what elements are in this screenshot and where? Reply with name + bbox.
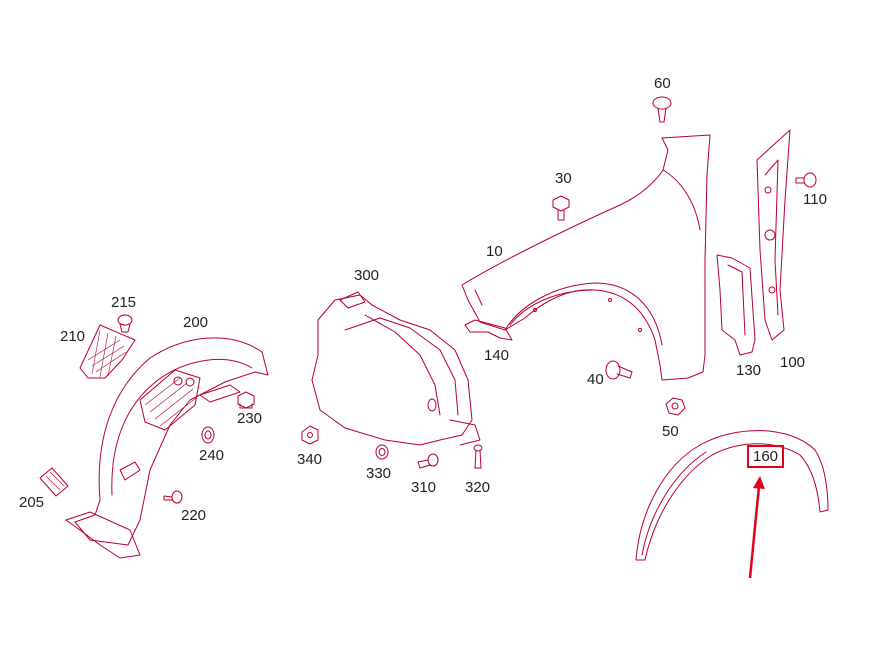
nut-part-50[interactable] — [665, 397, 686, 416]
callout-310[interactable]: 310 — [411, 479, 437, 496]
callout-240[interactable]: 240 — [199, 447, 225, 464]
bolt-part-40[interactable] — [605, 360, 633, 380]
callout-220[interactable]: 220 — [181, 507, 207, 524]
callout-230[interactable]: 230 — [237, 410, 263, 427]
callout-50[interactable]: 50 — [662, 423, 679, 440]
callout-330[interactable]: 330 — [366, 465, 392, 482]
wheel-arch-trim-part-160[interactable] — [635, 430, 829, 561]
highlight-arrow — [748, 476, 765, 579]
callout-340[interactable]: 340 — [297, 451, 323, 468]
inner-liner-part-300[interactable] — [311, 291, 481, 446]
callout-100[interactable]: 100 — [780, 354, 806, 371]
callout-60[interactable]: 60 — [654, 75, 671, 92]
callout-320[interactable]: 320 — [465, 479, 491, 496]
callout-160-highlighted[interactable]: 160 — [747, 445, 785, 468]
callout-10[interactable]: 10 — [486, 243, 503, 260]
clip-part-310[interactable] — [417, 453, 439, 469]
screw-part-220[interactable] — [163, 490, 183, 504]
rivet-part-60[interactable] — [652, 96, 672, 123]
bracket-part-140[interactable] — [464, 319, 513, 341]
nut-part-230[interactable] — [237, 391, 255, 409]
callout-200[interactable]: 200 — [183, 314, 209, 331]
fender-part-10[interactable] — [461, 134, 711, 381]
clip-part-205[interactable] — [39, 467, 69, 497]
callout-40[interactable]: 40 — [587, 371, 604, 388]
callout-110[interactable]: 110 — [803, 191, 827, 208]
clip-part-215[interactable] — [117, 314, 133, 333]
rivet-part-320[interactable] — [473, 444, 483, 469]
callout-130[interactable]: 130 — [736, 362, 762, 379]
grommet-part-330[interactable] — [375, 444, 389, 460]
wheel-liner-part-200[interactable] — [65, 337, 269, 559]
callout-215[interactable]: 215 — [111, 294, 137, 311]
bolt-part-30[interactable] — [552, 195, 570, 221]
grille-part-210[interactable] — [79, 324, 136, 379]
callout-210[interactable]: 210 — [60, 328, 86, 345]
callout-140[interactable]: 140 — [484, 347, 510, 364]
callout-205[interactable]: 205 — [19, 494, 45, 511]
bolt-part-110[interactable] — [795, 172, 817, 188]
grommet-part-240[interactable] — [201, 426, 215, 444]
nut-part-340[interactable] — [301, 425, 319, 445]
bracket-part-100[interactable] — [756, 129, 791, 341]
callout-300[interactable]: 300 — [354, 267, 380, 284]
strip-part-130[interactable] — [716, 254, 756, 356]
callout-30[interactable]: 30 — [555, 170, 572, 187]
